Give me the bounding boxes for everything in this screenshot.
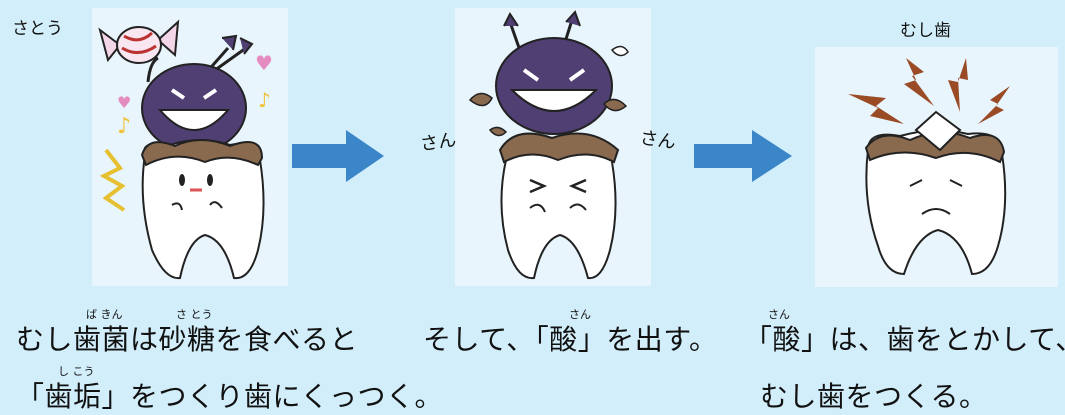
caption-panel1-line2: 「歯垢」をつくり歯にくっつく。 (16, 380, 443, 413)
sugar-label: さとう (12, 19, 63, 39)
ruby-bakin: ば きん (86, 308, 123, 321)
arrow-icon-2 (694, 130, 792, 182)
ruby-san-panel2: さん (569, 308, 591, 321)
lightning-icons (848, 58, 1010, 124)
san-sound-left: さん (418, 129, 458, 156)
caption-panel3-line2: むし歯をつくる。 (760, 380, 988, 413)
arrow-icon-1 (292, 130, 384, 182)
svg-text:♪: ♪ (117, 114, 131, 139)
candy-icon (98, 19, 180, 64)
san-sound-right: さん (638, 127, 678, 154)
germ-character-2 (495, 10, 613, 135)
cavity-title: むし歯 (900, 21, 951, 41)
caption-panel2-line1: そして、「酸」を出す。 (423, 323, 718, 356)
ruby-shikou: し こう (58, 365, 95, 378)
ruby-san-panel3: さん (768, 308, 790, 321)
tooth-character-2 (498, 132, 620, 280)
tooth-character-1 (140, 139, 265, 280)
caption-panel1-line1: むし歯菌は砂糖を食べると (16, 323, 359, 356)
svg-text:♪: ♪ (258, 88, 271, 112)
shock-icon (99, 148, 126, 212)
svg-text:♥: ♥ (255, 51, 273, 75)
germ-character (141, 34, 254, 153)
tooth-character-3 (864, 110, 1007, 276)
caption-panel3-line1: 「酸」は、歯をとかして、 (744, 323, 1065, 356)
splash-icons (468, 45, 629, 137)
ruby-satou: さ とう (176, 308, 213, 321)
note-icons: ♪ ♪ ♥ ♥ (117, 51, 273, 139)
svg-text:♥: ♥ (117, 93, 131, 112)
